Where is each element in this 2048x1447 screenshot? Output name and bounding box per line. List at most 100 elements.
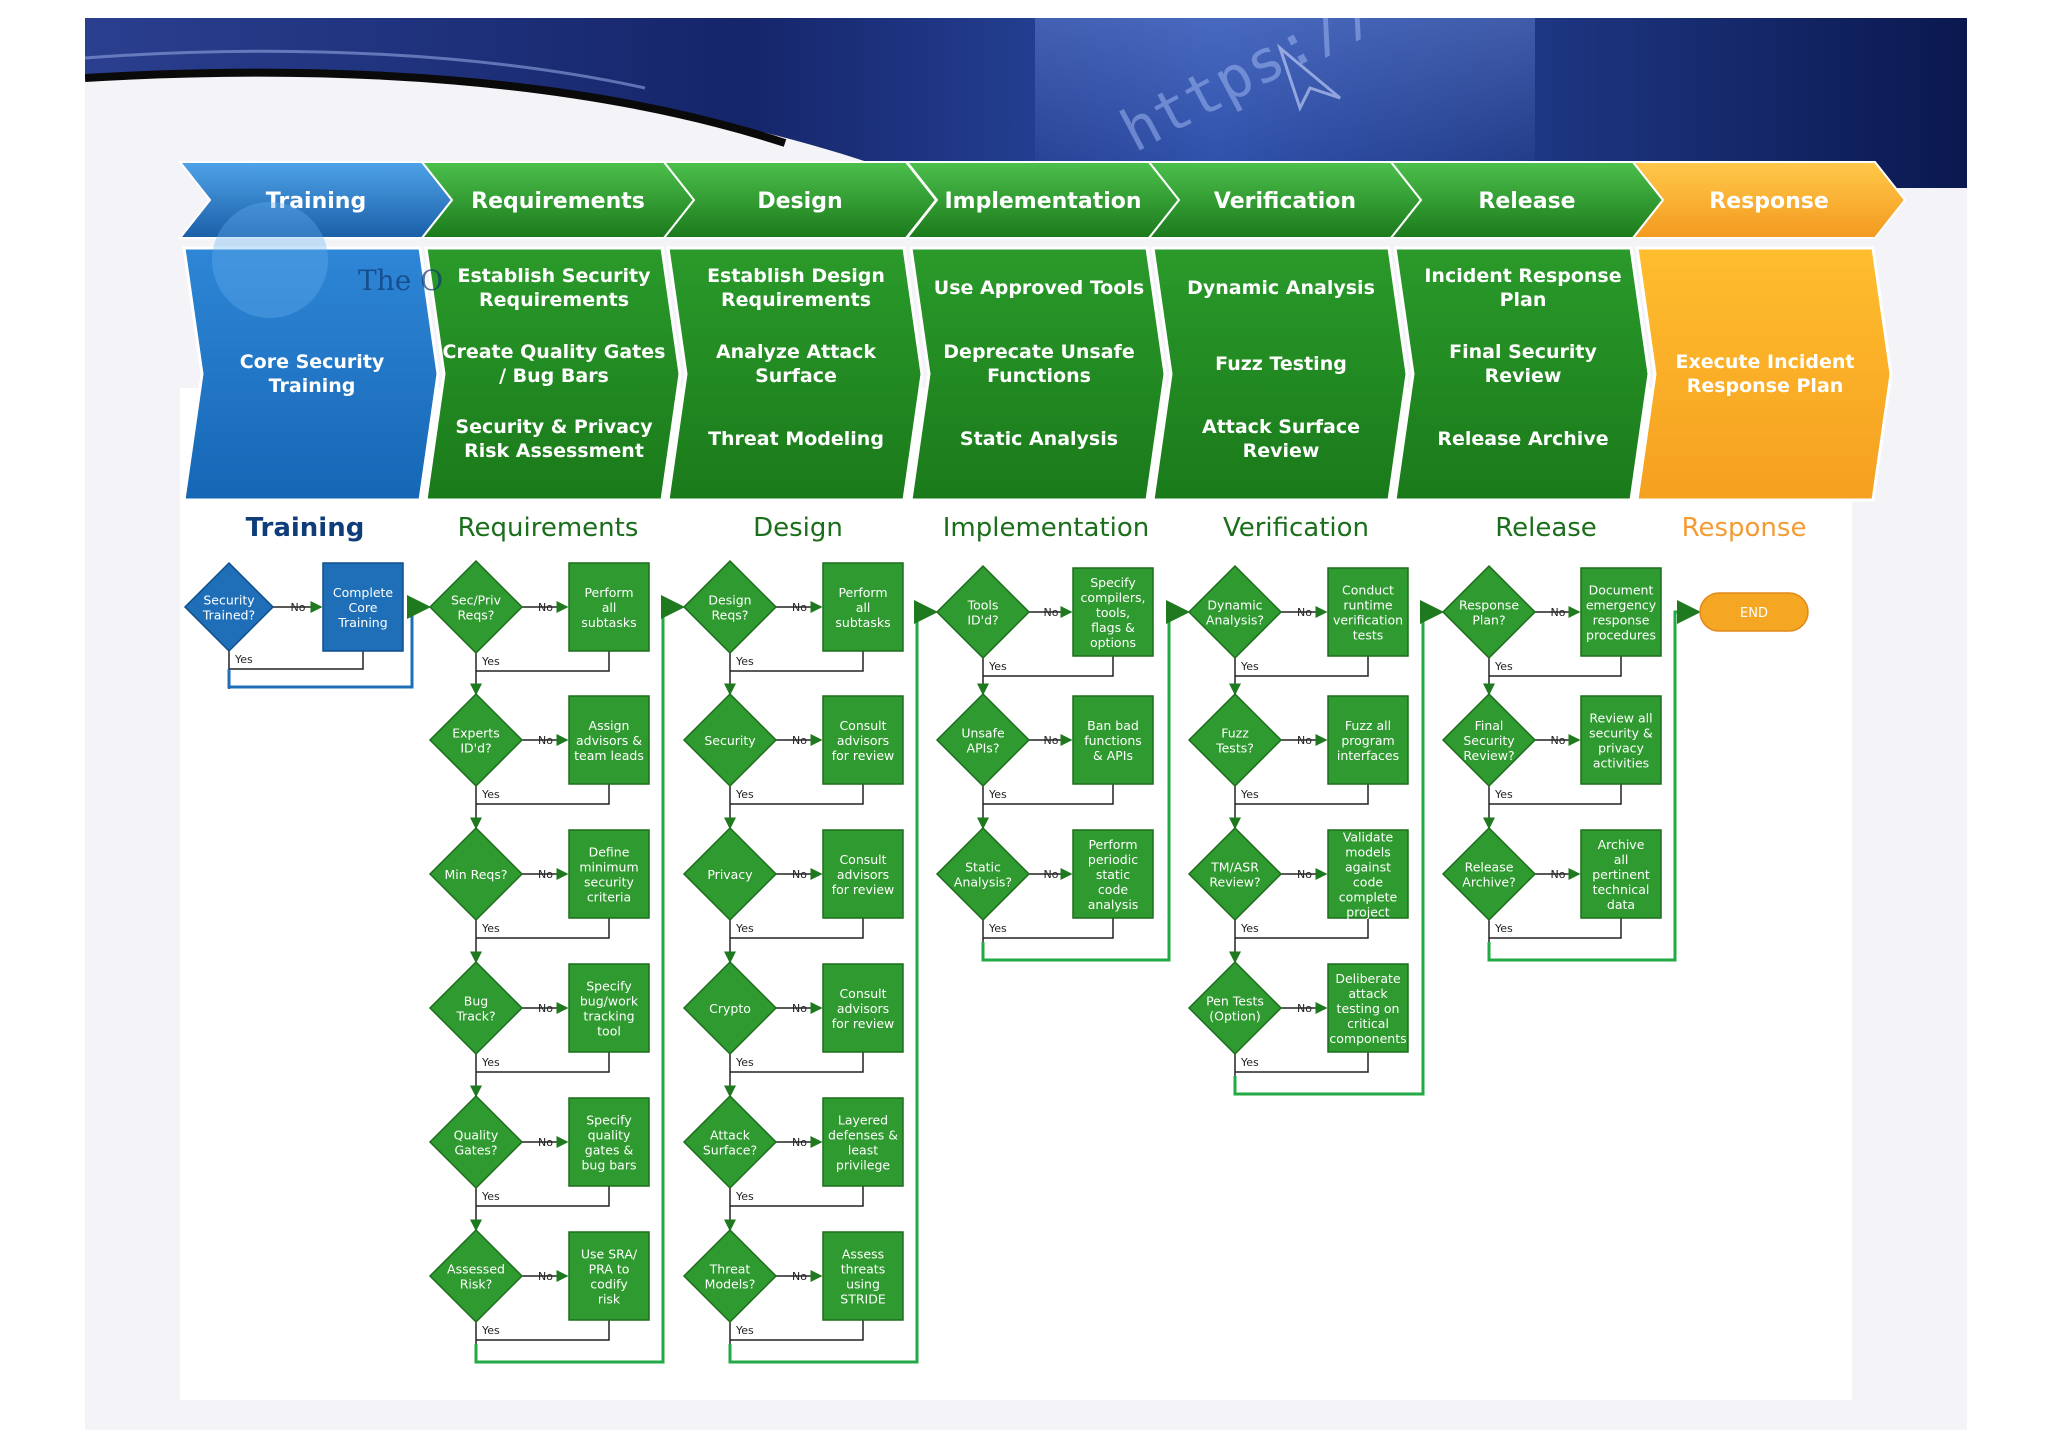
decision-diamond	[935, 826, 1031, 922]
action-box	[1580, 829, 1662, 919]
header-banner: https://	[85, 18, 1967, 188]
return-path	[730, 1052, 864, 1073]
phase-connector	[474, 595, 685, 1364]
action-box	[322, 562, 404, 652]
phase-body	[1635, 246, 1893, 502]
yes-label: Yes	[1494, 922, 1513, 935]
end-shape	[1699, 592, 1809, 632]
decision-diamond	[428, 559, 524, 655]
decision-diamond	[428, 1228, 524, 1324]
yes-label: Yes	[1240, 660, 1259, 673]
decision-diamond	[428, 826, 524, 922]
no-label: No	[291, 601, 306, 614]
no-label: No	[1551, 606, 1566, 619]
action-box	[822, 963, 904, 1053]
decision-diamond	[1187, 960, 1283, 1056]
no-label: No	[538, 601, 553, 614]
yes-label: Yes	[1240, 922, 1259, 935]
action-box	[568, 829, 650, 919]
action-box	[1327, 567, 1409, 657]
phase-activity: Release Archive	[1437, 428, 1608, 450]
decision-diamond	[428, 692, 524, 788]
decision-diamond	[682, 692, 778, 788]
phase-connector	[728, 600, 938, 1364]
return-path	[730, 784, 864, 805]
decision-diamond	[1187, 564, 1283, 660]
no-label: No	[1297, 606, 1312, 619]
return-path	[229, 651, 364, 670]
yes-label: Yes	[735, 788, 754, 801]
decision-diamond	[1187, 826, 1283, 922]
no-label: No	[1044, 606, 1059, 619]
yes-label: Yes	[234, 653, 253, 666]
decision-diamond	[428, 960, 524, 1056]
decision-diamond	[682, 1094, 778, 1190]
phase-connector	[981, 600, 1190, 962]
no-label: No	[1551, 868, 1566, 881]
decision-diamond	[428, 1094, 524, 1190]
phase-title: Release	[1478, 189, 1575, 214]
no-label: No	[1044, 734, 1059, 747]
return-path	[476, 918, 610, 939]
section-label-response: Response	[1682, 513, 1807, 543]
action-box	[1580, 695, 1662, 785]
no-label: No	[792, 868, 807, 881]
phase-body	[909, 246, 1167, 502]
phase-body	[666, 246, 924, 502]
decision-diamond	[183, 561, 275, 653]
action-box	[1072, 695, 1154, 785]
yes-label: Yes	[481, 655, 500, 668]
phase-body	[182, 246, 440, 502]
no-label: No	[792, 1270, 807, 1283]
decision-diamond	[1441, 692, 1537, 788]
decision-diamond	[682, 826, 778, 922]
decision-diamond	[1441, 826, 1537, 922]
return-path	[476, 1186, 610, 1207]
action-box	[568, 695, 650, 785]
return-path	[1235, 656, 1369, 677]
section-label-requirements: Requirements	[458, 513, 639, 543]
no-label: No	[792, 1136, 807, 1149]
yes-label: Yes	[481, 1190, 500, 1203]
phase-title: Implementation	[944, 189, 1141, 214]
return-path	[1489, 784, 1622, 805]
yes-label: Yes	[1494, 660, 1513, 673]
decision-label: Security	[704, 733, 756, 748]
no-label: No	[1297, 868, 1312, 881]
return-path	[476, 784, 610, 805]
return-path	[1235, 918, 1369, 939]
return-path	[730, 1320, 864, 1341]
return-path	[1235, 1052, 1369, 1073]
phase-body	[1393, 246, 1651, 502]
phase-activity: Fuzz Testing	[1215, 353, 1347, 375]
return-path	[1235, 784, 1369, 805]
